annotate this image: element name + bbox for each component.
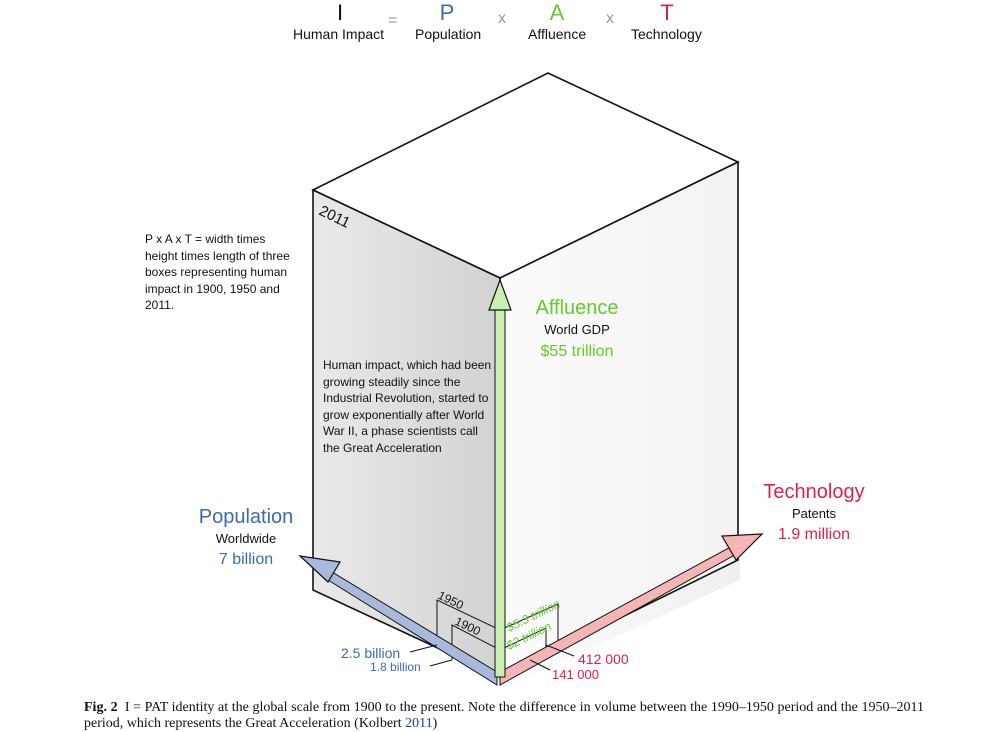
caption-label: Fig. 2 (84, 700, 118, 715)
tech-1950-leader (545, 644, 575, 657)
tech-1900-value: 141 000 (552, 667, 599, 682)
affluence-title: Affluence (535, 297, 619, 319)
population-subtitle: Worldwide (215, 531, 277, 546)
acceleration-note: Human impact, which had been growing ste… (323, 358, 492, 455)
eq-label-human-impact: Human Impact (293, 26, 385, 42)
eq-operator-times-2: x (606, 10, 614, 27)
technology-value: 1.9 million (777, 526, 851, 543)
affluence-arrow (494, 304, 506, 678)
eq-letter-i: I (336, 0, 344, 25)
affluence-arrowhead (488, 278, 512, 311)
eq-label-population: Population (415, 26, 482, 42)
pop-1950-value: 2.5 billion (341, 645, 401, 661)
pop-1900-value: 1.8 billion (370, 660, 421, 674)
eq-operator-times-1: x (498, 10, 506, 27)
eq-letter-a: A (549, 0, 565, 25)
eq-label-technology: Technology (631, 26, 702, 42)
caption-citation[interactable]: 2011 (405, 716, 433, 731)
eq-label-affluence: Affluence (528, 26, 587, 42)
tech-1950-value: 412 000 (578, 651, 629, 667)
technology-arrowhead (720, 533, 764, 561)
caption-text: I = PAT identity at the global scale fro… (84, 700, 924, 731)
eq-operator-equals: = (388, 12, 398, 29)
volume-note: P x A x T = width times height times len… (145, 232, 290, 312)
population-arrowhead (298, 555, 341, 583)
pop-1900-leader (429, 659, 453, 667)
caption-end: ) (432, 716, 438, 731)
affluence-value: $55 trillion (540, 343, 614, 360)
floor-shadow (290, 555, 740, 690)
eq-letter-t: T (660, 0, 674, 25)
population-value: 7 billion (218, 551, 274, 568)
tech-1900-leader (529, 659, 551, 671)
figure-caption: Fig. 2 I = PAT identity at the global sc… (84, 700, 924, 732)
eq-letter-p: P (439, 0, 455, 25)
technology-title: Technology (763, 481, 865, 503)
affluence-subtitle: World GDP (544, 322, 610, 337)
population-title: Population (198, 506, 294, 528)
technology-subtitle: Patents (791, 506, 837, 521)
pop-1950-leader (409, 644, 438, 653)
